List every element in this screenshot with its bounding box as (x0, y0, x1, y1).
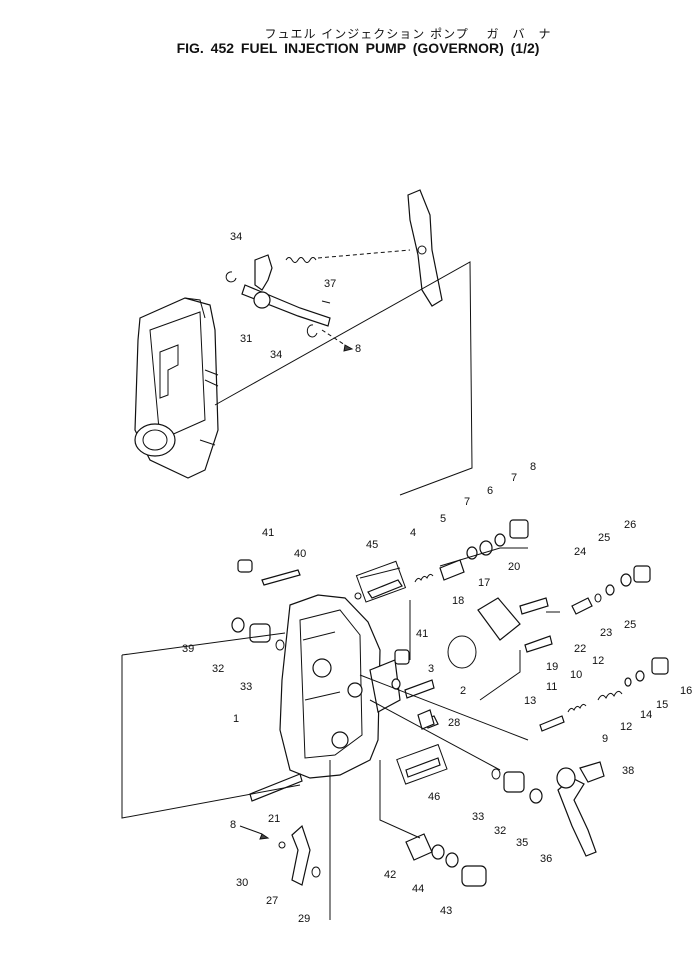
part-label: 37 (324, 278, 336, 290)
part-label: 33 (472, 811, 484, 823)
part-label: 33 (240, 681, 252, 693)
part-label: 35 (516, 837, 528, 849)
part-label: 40 (294, 548, 306, 560)
part-label: 34 (270, 349, 282, 361)
part-label: 12 (592, 655, 604, 667)
part-label: 41 (262, 527, 274, 539)
title-japanese: フュエル インジェクション ポンプ ガ バ ナ (264, 27, 552, 41)
part-label: 8 (355, 343, 361, 355)
part-label: 21 (268, 813, 280, 825)
part-label: 42 (384, 869, 396, 881)
part-label: 34 (230, 231, 242, 243)
part-label: 3 (428, 663, 434, 675)
part-label: 38 (622, 765, 634, 777)
bracket-line-upper (214, 261, 473, 496)
part-label: 23 (600, 627, 612, 639)
part-label: 11 (546, 681, 557, 693)
part-label: 14 (640, 709, 652, 721)
part-label: 25 (598, 532, 610, 544)
part-label: 16 (680, 685, 692, 697)
governor-housing-upper (134, 297, 219, 479)
part-label: 29 (298, 913, 310, 925)
part-label: 6 (487, 485, 493, 497)
part-label: 8 (230, 819, 236, 831)
part-label: 27 (266, 895, 278, 907)
part-label: 41 (416, 628, 428, 640)
part-label: 7 (464, 496, 470, 508)
part-label: 2 (460, 685, 466, 697)
part-label: 32 (212, 663, 224, 675)
part-label: 43 (440, 905, 452, 917)
part-label: 12 (620, 721, 632, 733)
part-number-labels: 34 37 31 34 8 1 2 3 4 5 6 7 7 8 9 10 11 … (182, 231, 692, 925)
part-label: 26 (624, 519, 636, 531)
figure-title: FIG. 452 FUEL INJECTION PUMP (GOVERNOR) … (176, 40, 540, 56)
part-label: 1 (233, 713, 239, 725)
part-label: 46 (428, 791, 440, 803)
part-label: 39 (182, 643, 194, 655)
part-label: 44 (412, 883, 424, 895)
part-label: 30 (236, 877, 248, 889)
part-label: 31 (240, 333, 252, 345)
part-label: 19 (546, 661, 558, 673)
part-label: 36 (540, 853, 552, 865)
part-label: 4 (410, 527, 416, 539)
part-label: 15 (656, 699, 668, 711)
part-label: 5 (440, 513, 446, 525)
part-label: 10 (570, 669, 582, 681)
part-label: 25 (624, 619, 636, 631)
part-label: 45 (366, 539, 378, 551)
governor-housing-lower (279, 594, 401, 779)
lever-assembly-upper (225, 189, 443, 352)
part-label: 9 (602, 733, 608, 745)
part-label: 32 (494, 825, 506, 837)
part-label: 28 (448, 717, 460, 729)
part-label: 17 (478, 577, 490, 589)
part-label: 18 (452, 595, 464, 607)
leader-lines-lower (121, 547, 560, 920)
part-label: 24 (574, 546, 586, 558)
part-label: 20 (508, 561, 520, 573)
part-label: 22 (574, 643, 586, 655)
part-label: 8 (530, 461, 536, 473)
part-label: 7 (511, 472, 517, 484)
part-label: 13 (524, 695, 536, 707)
